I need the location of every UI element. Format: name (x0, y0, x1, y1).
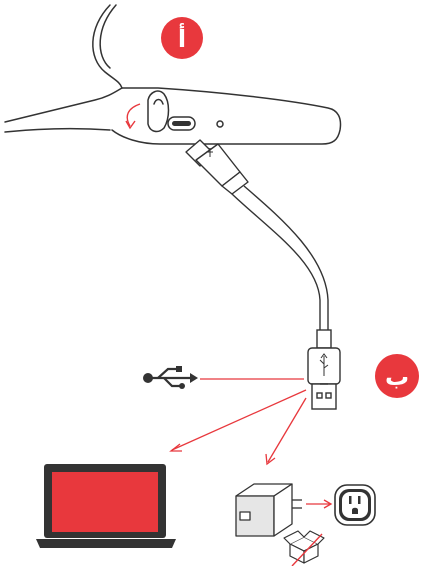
callout-b-label: ب (385, 363, 409, 391)
power-outlet-icon (335, 485, 375, 525)
usb-cable (232, 186, 328, 330)
flap-arrow-head (126, 121, 135, 128)
crossed-box-icon (284, 531, 324, 563)
micro-usb-connector (186, 140, 248, 194)
callout-b-badge: ب (375, 354, 419, 398)
usb-icon (143, 366, 198, 389)
laptop-icon (36, 464, 176, 548)
wall-adapter-icon (236, 484, 302, 536)
callout-a-badge: أ (161, 17, 203, 59)
callout-a-label: أ (178, 23, 186, 53)
